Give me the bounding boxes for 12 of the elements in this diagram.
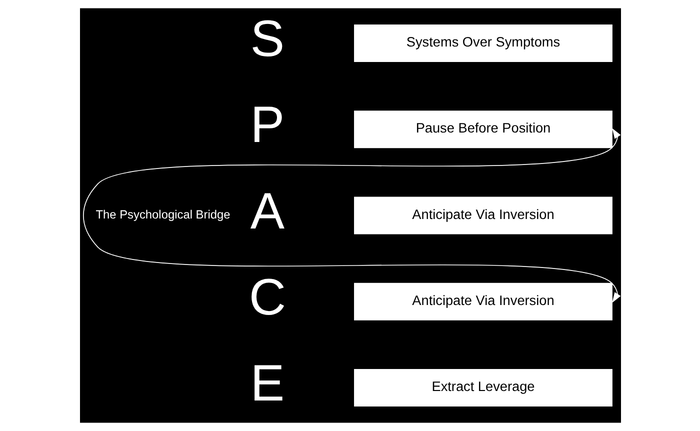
- label: E: [250, 354, 284, 412]
- node-box: Systems Over Symptoms: [354, 24, 612, 62]
- node-box: Anticipate Via Inversion: [354, 282, 612, 320]
- label: A: [250, 182, 284, 240]
- arrow: [82, 128, 620, 303]
- label: C: [248, 268, 286, 326]
- node-box: Pause Before Position: [354, 110, 612, 148]
- node-box: Extract Leverage: [354, 369, 612, 407]
- edge-label: The Psychological Bridge: [95, 208, 230, 222]
- node-box: Anticipate Via Inversion: [354, 196, 612, 234]
- label: S: [250, 10, 284, 68]
- label: P: [250, 96, 284, 154]
